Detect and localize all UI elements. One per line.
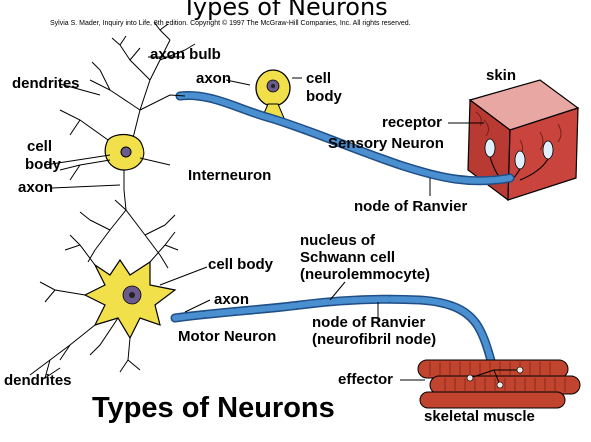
label-body-left: body — [25, 157, 61, 173]
label-cell-top: cell — [306, 71, 331, 87]
label-schwann-cell: Schwann cell — [300, 250, 395, 266]
label-skeletal-muscle: skeletal muscle — [424, 409, 535, 425]
copyright-credit: Sylvia S. Mader, Inquiry into Life, 8th … — [50, 20, 411, 27]
label-neurolemmocyte: (neurolemmocyte) — [300, 267, 430, 283]
label-cell-body-motor: cell body — [208, 257, 273, 273]
label-node-of-ranvier-bottom: node of Ranvier — [312, 315, 425, 331]
label-axon-bulb: axon bulb — [150, 47, 221, 63]
label-body-top: body — [306, 89, 342, 105]
label-axon-top: axon — [196, 71, 231, 87]
label-sensory-neuron: Sensory Neuron — [328, 136, 444, 152]
label-nucleus-of: nucleus of — [300, 233, 375, 249]
label-effector: effector — [338, 372, 393, 388]
motor-cell-body — [30, 232, 178, 378]
label-cell-left: cell — [27, 139, 52, 155]
skeletal-muscle — [418, 360, 580, 408]
label-neurofibril-node: (neurofibril node) — [312, 332, 436, 348]
label-node-of-ranvier-top: node of Ranvier — [354, 199, 467, 215]
label-dendrites-top: dendrites — [12, 76, 80, 92]
label-axon-left: axon — [18, 180, 53, 196]
slide-title: Types of Neurons — [182, 0, 388, 21]
label-motor-neuron: Motor Neuron — [178, 329, 276, 345]
label-axon-motor: axon — [214, 292, 249, 308]
label-receptor: receptor — [382, 115, 442, 131]
label-dendrites-bottom: dendrites — [4, 373, 72, 389]
label-skin: skin — [486, 68, 516, 84]
diagram-title: Types of Neurons — [92, 392, 335, 425]
label-interneuron: Interneuron — [188, 168, 271, 184]
